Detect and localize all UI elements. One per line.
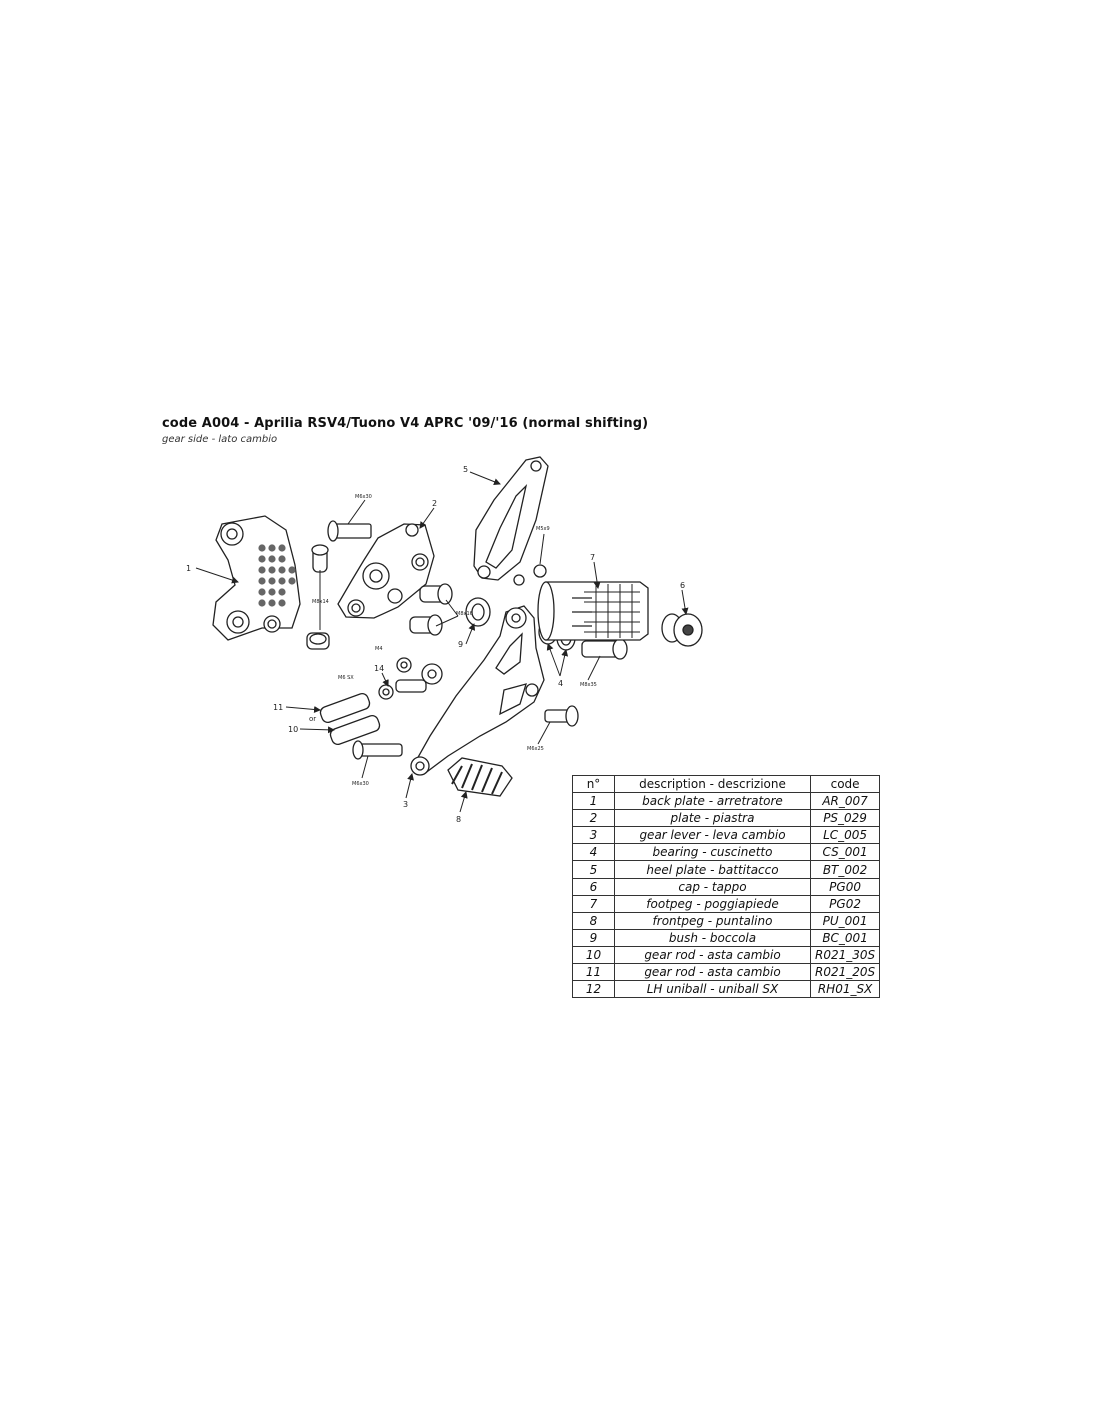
row-description: gear lever - leva cambio: [614, 826, 811, 845]
callout-m4: M4: [375, 646, 383, 652]
callout-m6-sx: M6 SX: [338, 675, 354, 681]
row-number: 1: [572, 792, 615, 811]
row-description: cap - tappo: [614, 877, 811, 896]
screw-m6x30-top: [327, 520, 372, 542]
row-description: gear rod - asta cambio: [614, 945, 811, 965]
gear-rod-part: [319, 692, 381, 746]
row-number: 7: [572, 894, 615, 913]
row-number: 10: [572, 945, 615, 965]
callout-m8x16: M8x16: [456, 611, 473, 617]
uniball-part: [395, 663, 443, 693]
row-description: back plate - arretratore: [614, 792, 811, 811]
row-description: LH uniball - uniball SX: [614, 980, 811, 999]
row-code: PG02: [809, 894, 881, 913]
callout-m5x9: M5x9: [536, 526, 550, 532]
row-number: 8: [572, 911, 615, 930]
callout-m6x30-bottom: M6x30: [352, 781, 369, 787]
nut-m6-sx: [378, 684, 394, 700]
screw-m8x14: [306, 544, 330, 650]
row-number: 5: [572, 860, 615, 879]
callout-6: 6: [680, 581, 685, 590]
row-code: PU_001: [809, 911, 881, 930]
callout-2: 2: [432, 499, 437, 508]
screw-m8x16: [409, 583, 453, 636]
diagram-subtitle: gear side - lato cambio: [162, 434, 278, 445]
row-code: PG00: [809, 877, 881, 896]
callout-m8x35: M8x35: [580, 682, 597, 688]
row-description: bearing - cuscinetto: [614, 843, 811, 862]
row-description: footpeg - poggiapiede: [614, 894, 811, 913]
row-code: PS_029: [809, 809, 881, 828]
row-number: 3: [572, 826, 615, 845]
diagram-title: code A004 - Aprilia RSV4/Tuono V4 APRC '…: [162, 416, 649, 431]
row-number: 12: [572, 980, 615, 999]
callout-4: 4: [558, 679, 563, 688]
row-number: 9: [572, 928, 615, 947]
footpeg-part: [537, 581, 649, 641]
row-number: 11: [572, 963, 615, 982]
back-plate-part: [212, 515, 301, 641]
row-number: 6: [572, 877, 615, 896]
callout-3: 3: [403, 800, 408, 809]
row-description: plate - piastra: [614, 809, 811, 828]
screw-m5x9: [513, 564, 547, 586]
header-number: n°: [572, 774, 615, 794]
screw-m6x30-bottom: [352, 740, 403, 760]
gear-lever-part: [410, 605, 545, 776]
callout-8: 8: [456, 815, 461, 824]
row-number: 2: [572, 809, 615, 828]
screw-m8x35: [581, 638, 628, 660]
row-code: CS_001: [809, 843, 881, 862]
row-code: R021_20S: [809, 963, 881, 982]
screw-m6x25: [544, 705, 579, 727]
header-description: description - descrizione: [614, 774, 811, 794]
row-description: gear rod - asta cambio: [614, 963, 811, 982]
bolt-m4: [396, 657, 412, 673]
frontpeg-part: [447, 757, 513, 797]
row-description: bush - boccola: [614, 928, 811, 947]
row-description: frontpeg - puntalino: [614, 911, 811, 930]
parts-table-header: n° description - descrizione code: [572, 774, 881, 794]
row-description: heel plate - battitacco: [614, 860, 811, 879]
cap-part: [661, 613, 703, 647]
callout-10: 10: [288, 725, 298, 734]
heel-plate-part: [473, 456, 549, 581]
row-code: R021_30S: [809, 945, 881, 965]
callout-m6x25: M6x25: [527, 746, 544, 752]
callout-11: 11: [273, 703, 283, 712]
row-code: BT_002: [809, 860, 881, 879]
callout-9: 9: [458, 640, 463, 649]
row-code: AR_007: [809, 792, 881, 811]
callout-m6x30-top: M6x30: [355, 494, 372, 500]
row-code: LC_005: [809, 826, 881, 845]
callout-5: 5: [463, 465, 468, 474]
row-code: RH01_SX: [809, 980, 881, 999]
bush-part: [465, 597, 491, 627]
callout-or: or: [309, 715, 316, 723]
callout-m8x14: M8x14: [312, 599, 329, 605]
row-code: BC_001: [809, 928, 881, 947]
row-number: 4: [572, 843, 615, 862]
header-code: code: [809, 774, 881, 794]
callout-7: 7: [590, 553, 595, 562]
callout-14: 14: [374, 664, 384, 673]
callout-1: 1: [186, 564, 191, 573]
